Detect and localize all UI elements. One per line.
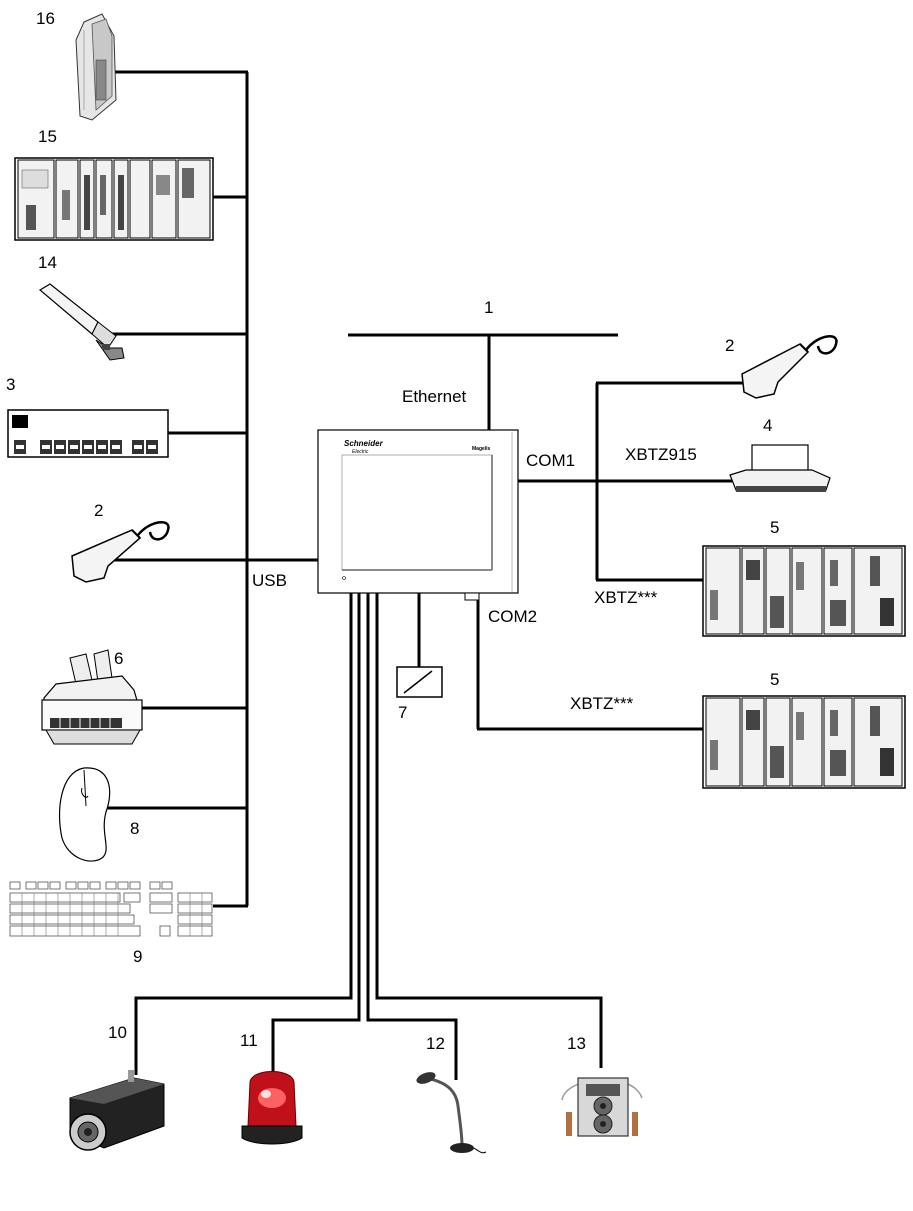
label-14: 14 [38,253,57,272]
cable-xbtz-com2-label: XBTZ*** [570,694,634,713]
device-4-terminal-icon [729,444,831,492]
connection-lines [98,70,755,1080]
brand-logo-sub: Electric [352,449,369,455]
number-labels: 16 15 14 3 2 6 8 9 1 2 4 5 5 7 10 11 12 … [6,9,779,1053]
device-14-usb-key-icon [38,283,125,361]
device-5-plc-bottom-icon [702,695,906,789]
port-labels: Ethernet USB COM1 COM2 XBTZ915 XBTZ*** X… [252,387,697,713]
label-5-top: 5 [770,518,779,537]
device-2-barcode-scanner-right-icon [741,335,838,399]
com1-label: COM1 [526,451,575,470]
com2-label: COM2 [488,607,537,626]
usb-label: USB [252,571,287,590]
label-6: 6 [114,649,123,668]
com2-port [464,592,480,601]
label-4: 4 [763,416,772,435]
ethernet-label: Ethernet [402,387,467,406]
label-3: 3 [6,375,15,394]
label-15: 15 [38,127,57,146]
cable-xbtz-com1-label: XBTZ*** [594,588,658,607]
device-9-keyboard-icon [9,881,213,937]
link-13 [375,593,603,1068]
device-8-mouse-icon [58,767,111,862]
device-5-plc-top-icon [702,545,906,637]
device-12-microphone-icon [416,1072,487,1154]
label-7: 7 [398,703,407,722]
model-label: Magelis [472,446,491,452]
label-2-right: 2 [725,336,734,355]
device-2-barcode-scanner-left-icon [71,521,170,583]
label-1: 1 [484,298,493,317]
device-7-relay-icon [396,666,443,698]
brand-logo: Schneider [344,439,384,448]
link-12 [366,593,458,1080]
label-2-left: 2 [94,501,103,520]
link-10 [134,593,353,1075]
label-5-bottom: 5 [770,670,779,689]
label-8: 8 [130,819,139,838]
label-9: 9 [133,947,142,966]
device-10-camera-icon [69,1070,165,1151]
device-11-beacon-light-icon [241,1071,303,1145]
device-13-speaker-icon [561,1077,643,1137]
label-10: 10 [108,1023,127,1042]
label-11: 11 [240,1031,258,1050]
device-15-plc-rack-icon [14,157,214,241]
cable-xbtz915-label: XBTZ915 [625,445,697,464]
device-16-module-icon [75,13,117,121]
label-16: 16 [36,9,55,28]
device-3-usb-hub-icon [7,409,169,458]
hmi-terminal: Schneider Electric Magelis [317,429,519,601]
link-11 [271,593,361,1075]
label-13: 13 [567,1034,586,1053]
device-6-printer-icon [41,649,143,745]
label-12: 12 [426,1034,445,1053]
